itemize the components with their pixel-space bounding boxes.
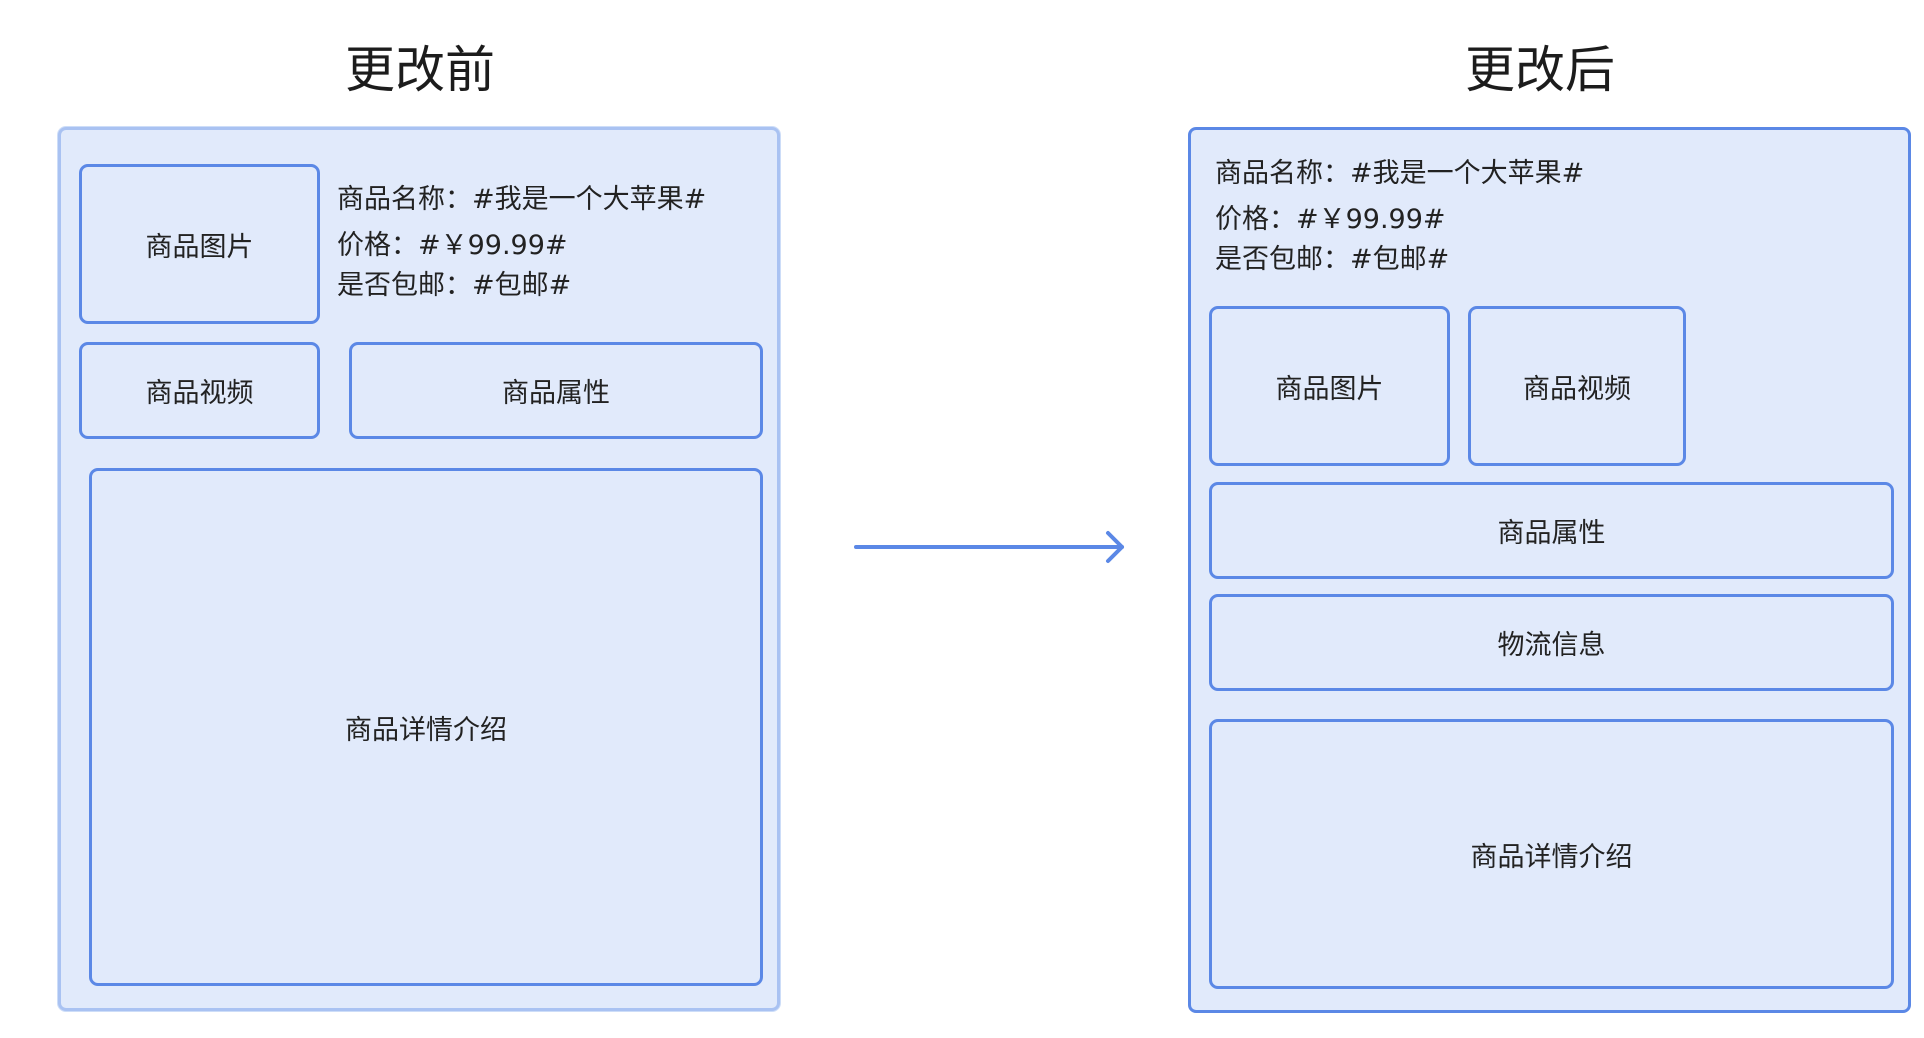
before-title: 更改前 <box>345 41 495 99</box>
before-product-video-box: 商品视频 <box>79 342 320 439</box>
after-product-video-box: 商品视频 <box>1468 306 1686 466</box>
after-shipping-status: 是否包邮：#包邮# <box>1215 244 1450 275</box>
after-product-name: 商品名称：#我是一个大苹果# <box>1215 158 1585 189</box>
after-product-image-label: 商品图片 <box>1275 373 1384 405</box>
after-product-details-label: 商品详情介绍 <box>1470 841 1633 873</box>
before-product-attributes-box: 商品属性 <box>349 342 763 439</box>
after-logistics-label: 物流信息 <box>1497 630 1606 661</box>
after-product-attributes-box: 商品属性 <box>1209 482 1894 579</box>
before-product-image-label: 商品图片 <box>145 231 254 263</box>
after-product-price: 价格：#￥99.99# <box>1215 204 1446 235</box>
after-product-image-box: 商品图片 <box>1209 306 1450 466</box>
after-panel: 商品名称：#我是一个大苹果# 价格：#￥99.99# 是否包邮：#包邮# 商品图… <box>1188 127 1911 1013</box>
after-product-details-box: 商品详情介绍 <box>1209 719 1894 989</box>
before-product-name: 商品名称：#我是一个大苹果# <box>337 184 707 215</box>
arrow-icon <box>854 531 1124 563</box>
after-logistics-box: 物流信息 <box>1209 594 1894 691</box>
after-product-info: 商品名称：#我是一个大苹果# 价格：#￥99.99# 是否包邮：#包邮# <box>1215 154 1584 280</box>
after-title: 更改后 <box>1465 41 1615 99</box>
before-shipping-status: 是否包邮：#包邮# <box>337 270 572 301</box>
after-product-attributes-label: 商品属性 <box>1497 518 1606 549</box>
before-product-image-box: 商品图片 <box>79 164 320 324</box>
before-panel: 商品图片 商品名称：#我是一个大苹果# 价格：#￥99.99# 是否包邮：#包邮… <box>58 127 780 1011</box>
before-product-details-label: 商品详情介绍 <box>345 714 507 746</box>
before-product-details-box: 商品详情介绍 <box>89 468 763 986</box>
before-product-price: 价格：#￥99.99# <box>337 230 568 261</box>
before-product-attributes-label: 商品属性 <box>502 378 610 409</box>
before-product-info: 商品名称：#我是一个大苹果# 价格：#￥99.99# 是否包邮：#包邮# <box>337 180 706 306</box>
after-product-video-label: 商品视频 <box>1523 373 1631 405</box>
before-product-video-label: 商品视频 <box>145 378 254 409</box>
